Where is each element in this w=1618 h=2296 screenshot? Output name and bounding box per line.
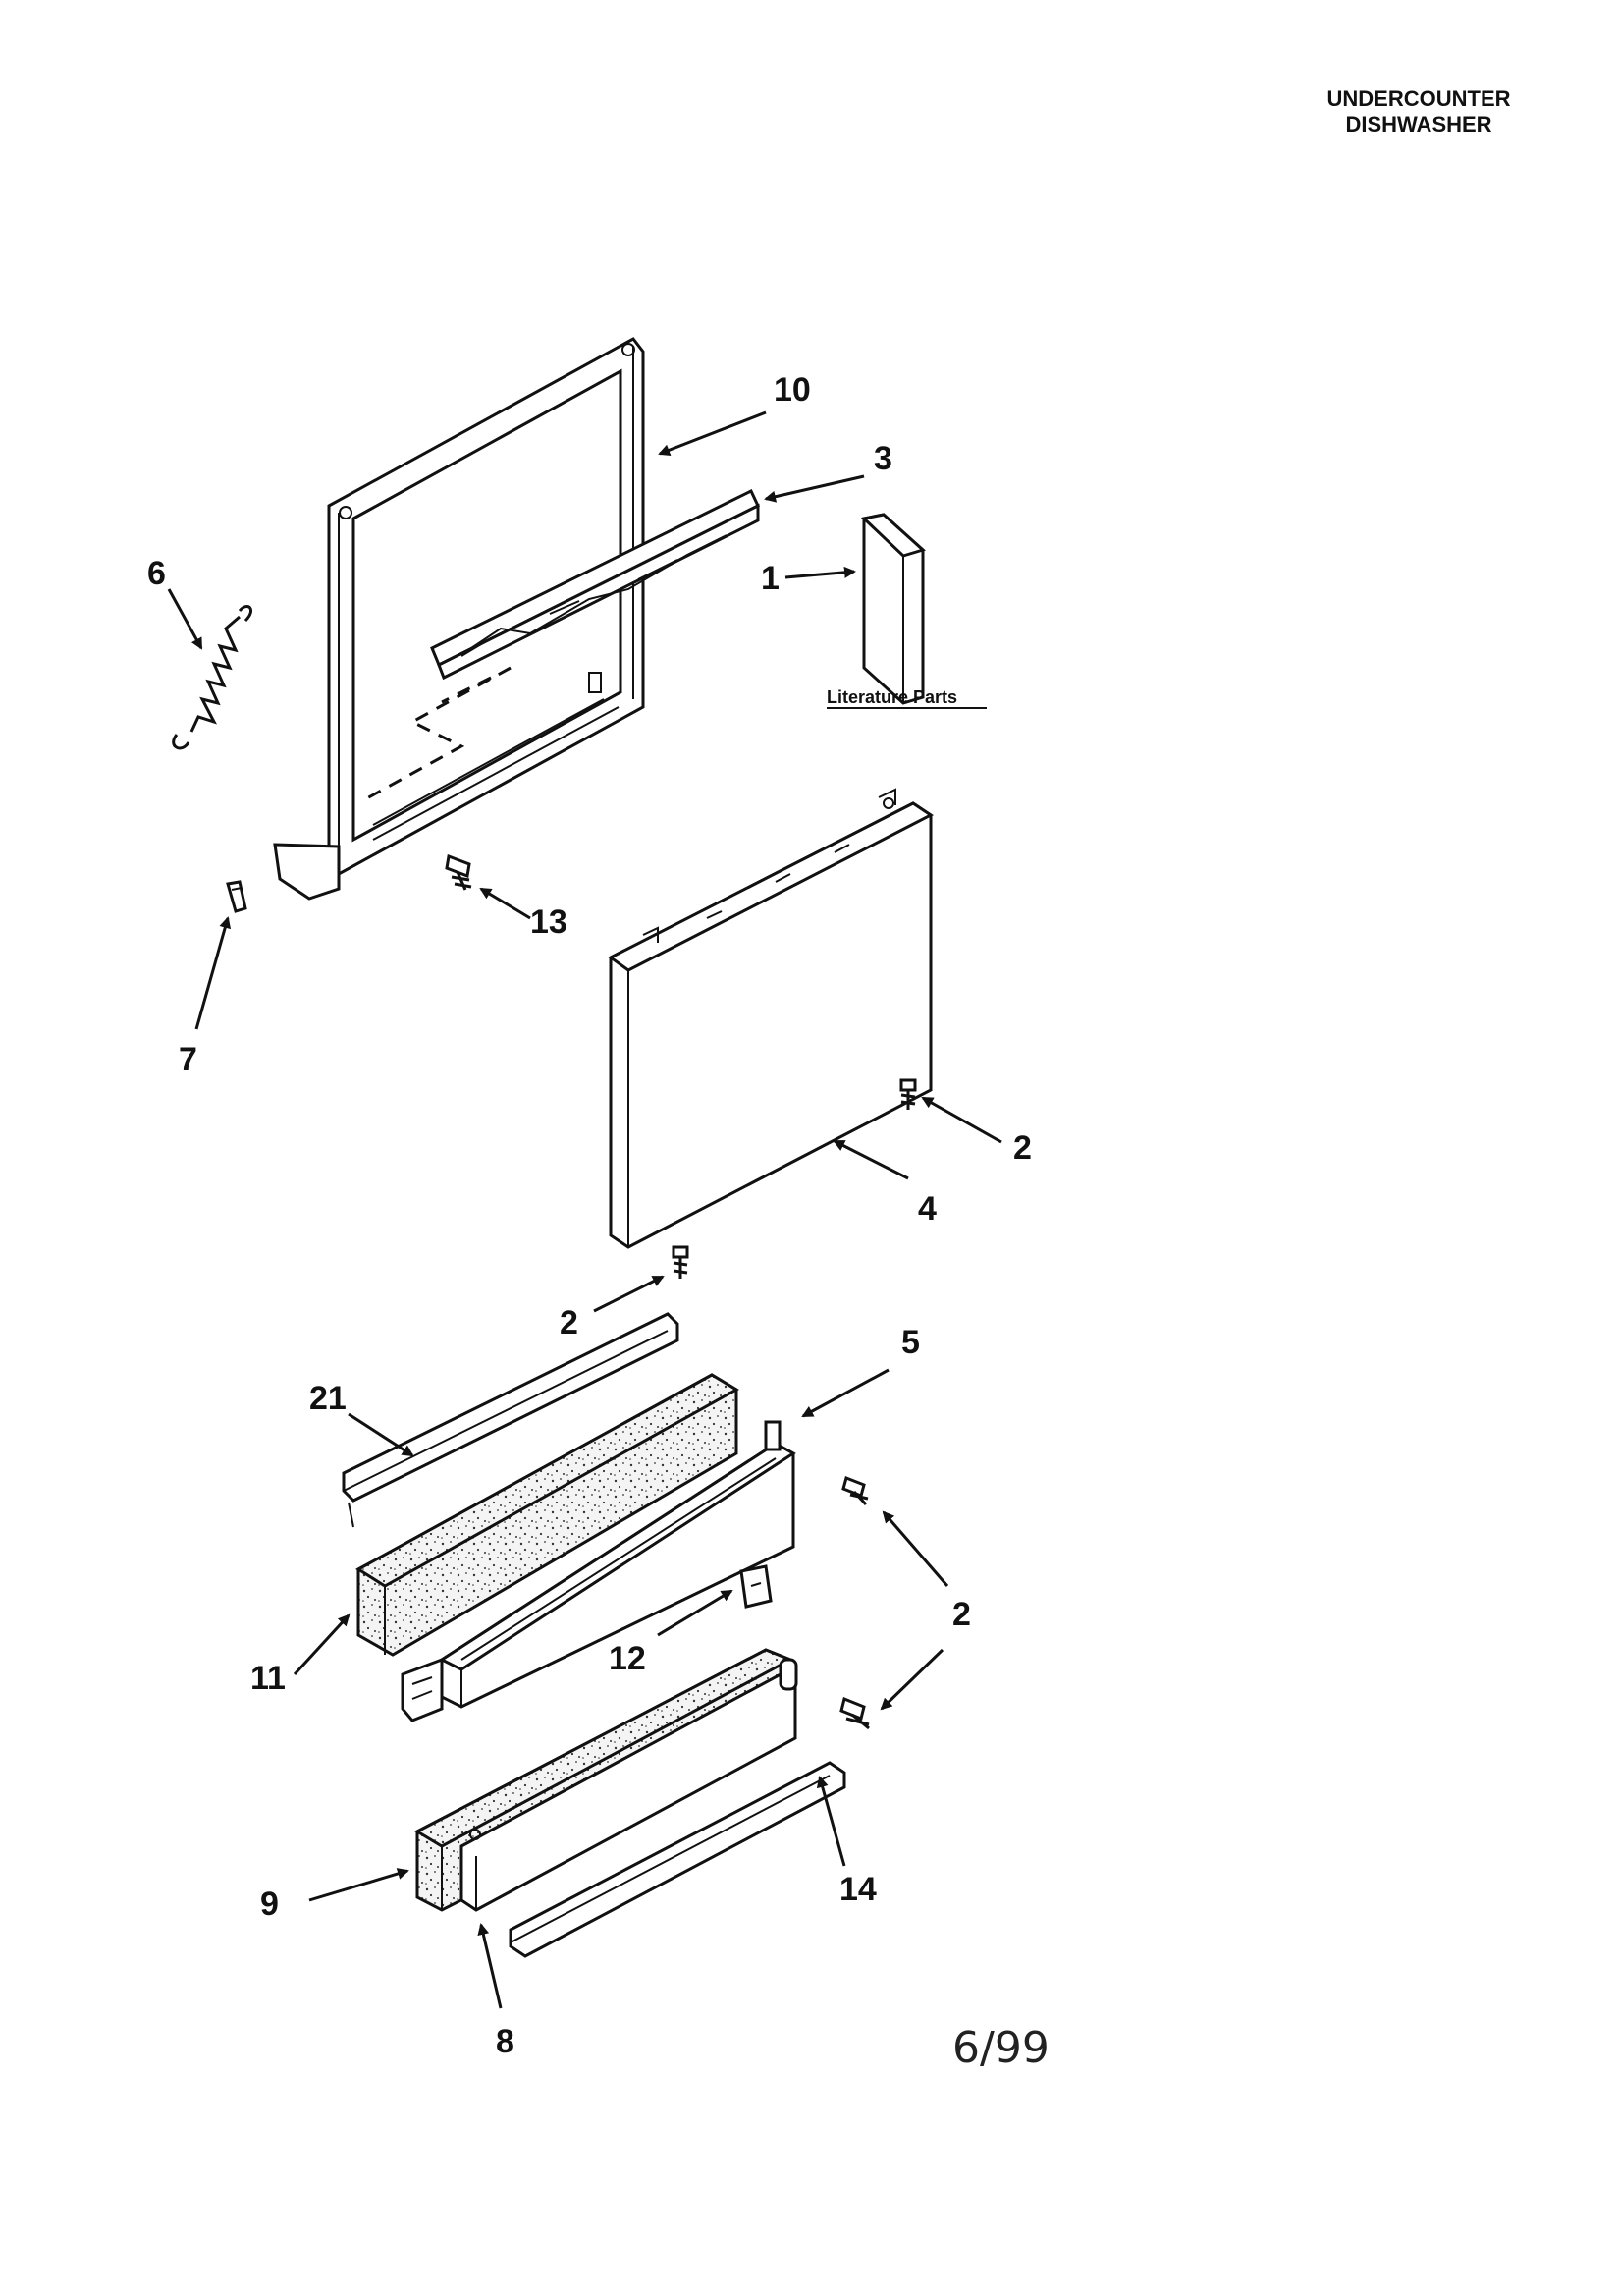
leader-lines bbox=[167, 410, 1002, 2009]
outer-door-panel bbox=[608, 788, 934, 1249]
literature-booklet bbox=[860, 513, 926, 705]
callout-14: 14 bbox=[839, 1871, 877, 1908]
date-code: 6/99 bbox=[952, 2023, 1050, 2073]
callout-1: 1 bbox=[761, 560, 780, 597]
callout-9: 9 bbox=[260, 1886, 279, 1923]
callout-11: 11 bbox=[250, 1660, 286, 1697]
header-line-2: DISHWASHER bbox=[1345, 112, 1492, 137]
header-line-1: UNDERCOUNTER bbox=[1326, 86, 1511, 111]
bottom-trim-strip bbox=[509, 1761, 846, 1958]
small-clip bbox=[739, 1564, 773, 1609]
screw-13 bbox=[445, 853, 472, 891]
callout-3: 3 bbox=[874, 440, 892, 477]
door-clip bbox=[226, 880, 247, 913]
callout-numbers: 10 3 6 1 13 7 2 4 2 5 21 2 11 12 9 14 8 bbox=[147, 371, 1032, 2060]
callout-10: 10 bbox=[774, 371, 811, 409]
screw-2-panel bbox=[841, 1475, 869, 1506]
callout-12: 12 bbox=[609, 1640, 646, 1677]
callout-21: 21 bbox=[309, 1380, 347, 1417]
panel-bracket bbox=[401, 1657, 444, 1722]
insulation-foam-block bbox=[355, 1373, 739, 1657]
callout-4: 4 bbox=[918, 1190, 937, 1228]
screw-2-upper bbox=[899, 1078, 917, 1110]
kick-plate bbox=[459, 1658, 798, 1912]
screw-2-lower bbox=[839, 1696, 870, 1730]
callout-7: 7 bbox=[179, 1041, 197, 1078]
assembly-guide-lines bbox=[362, 666, 512, 802]
callout-2-upper: 2 bbox=[1013, 1129, 1032, 1167]
top-trim-strip bbox=[342, 1312, 679, 1528]
callout-6: 6 bbox=[147, 555, 166, 592]
callout-13: 13 bbox=[530, 903, 567, 941]
door-rail-bracket bbox=[430, 488, 760, 681]
diagram-header: UNDERCOUNTER DISHWASHER bbox=[1296, 86, 1541, 137]
literature-parts-label: Literature Parts bbox=[827, 687, 957, 707]
callout-8: 8 bbox=[496, 2023, 514, 2060]
screw-2-middle bbox=[672, 1245, 689, 1279]
inner-door-frame bbox=[273, 337, 645, 901]
access-panel bbox=[438, 1420, 796, 1709]
callout-5: 5 bbox=[901, 1324, 920, 1361]
door-spring bbox=[172, 605, 252, 750]
callout-2-middle: 2 bbox=[560, 1304, 578, 1341]
callout-2-panel: 2 bbox=[952, 1596, 971, 1633]
